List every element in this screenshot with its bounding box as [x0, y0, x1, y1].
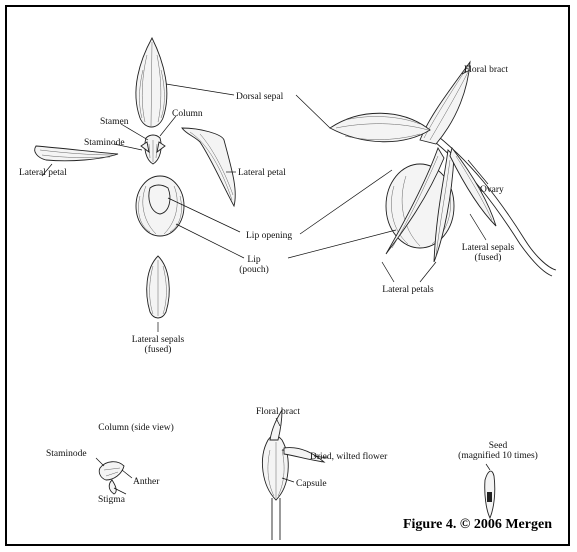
- label-column-side-view: Column (side view): [98, 422, 173, 433]
- label-dried-wilted-flower: Dried, wilted flower: [310, 451, 388, 462]
- label-lateral-petal-right: Lateral petal: [238, 168, 286, 178]
- label-lateral-sepals-right-fused: (fused): [475, 252, 502, 263]
- label-staminode: Staminode: [84, 138, 125, 148]
- label-seed-magnification: (magnified 10 times): [458, 450, 538, 461]
- label-anther: Anther: [133, 477, 160, 487]
- label-seed: Seed: [489, 441, 508, 451]
- label-stigma: Stigma: [98, 495, 126, 505]
- lateral-sepals-fused-drawing: [147, 256, 170, 318]
- label-ovary: Ovary: [480, 185, 504, 195]
- dorsal-sepal-drawing: [136, 38, 167, 127]
- label-dorsal-sepal: Dorsal sepal: [236, 92, 284, 102]
- seed-drawing: [485, 471, 495, 518]
- label-lateral-sepals-left: Lateral sepals: [132, 335, 185, 345]
- label-pouch: (pouch): [239, 264, 269, 275]
- figure-caption: Figure 4. © 2006 Mergen: [403, 517, 552, 532]
- label-floral-bract-bottom: Floral bract: [256, 407, 300, 417]
- label-lip: Lip: [247, 255, 260, 265]
- capsule-drawing: [262, 410, 324, 540]
- label-capsule: Capsule: [296, 479, 327, 489]
- lateral-petal-left-drawing: [35, 146, 118, 161]
- lateral-petal-right-drawing: [182, 128, 235, 206]
- lip-pouch-drawing: [136, 176, 184, 236]
- label-column: Column: [172, 109, 203, 119]
- label-lateral-petal-left: Lateral petal: [19, 168, 67, 178]
- column-side-view-drawing: [99, 462, 124, 494]
- label-lateral-petals: Lateral petals: [382, 285, 434, 295]
- label-floral-bract-top: Floral bract: [464, 65, 508, 75]
- whole-flower-drawing: [330, 62, 556, 276]
- label-stamen: Stamen: [100, 117, 129, 127]
- label-lateral-sepals-right: Lateral sepals: [462, 243, 515, 253]
- label-lip-opening: Lip opening: [246, 231, 292, 241]
- column-drawing: [141, 135, 165, 164]
- label-lateral-sepals-left-fused: (fused): [145, 344, 172, 355]
- label-staminode-bottom: Staminode: [46, 449, 87, 459]
